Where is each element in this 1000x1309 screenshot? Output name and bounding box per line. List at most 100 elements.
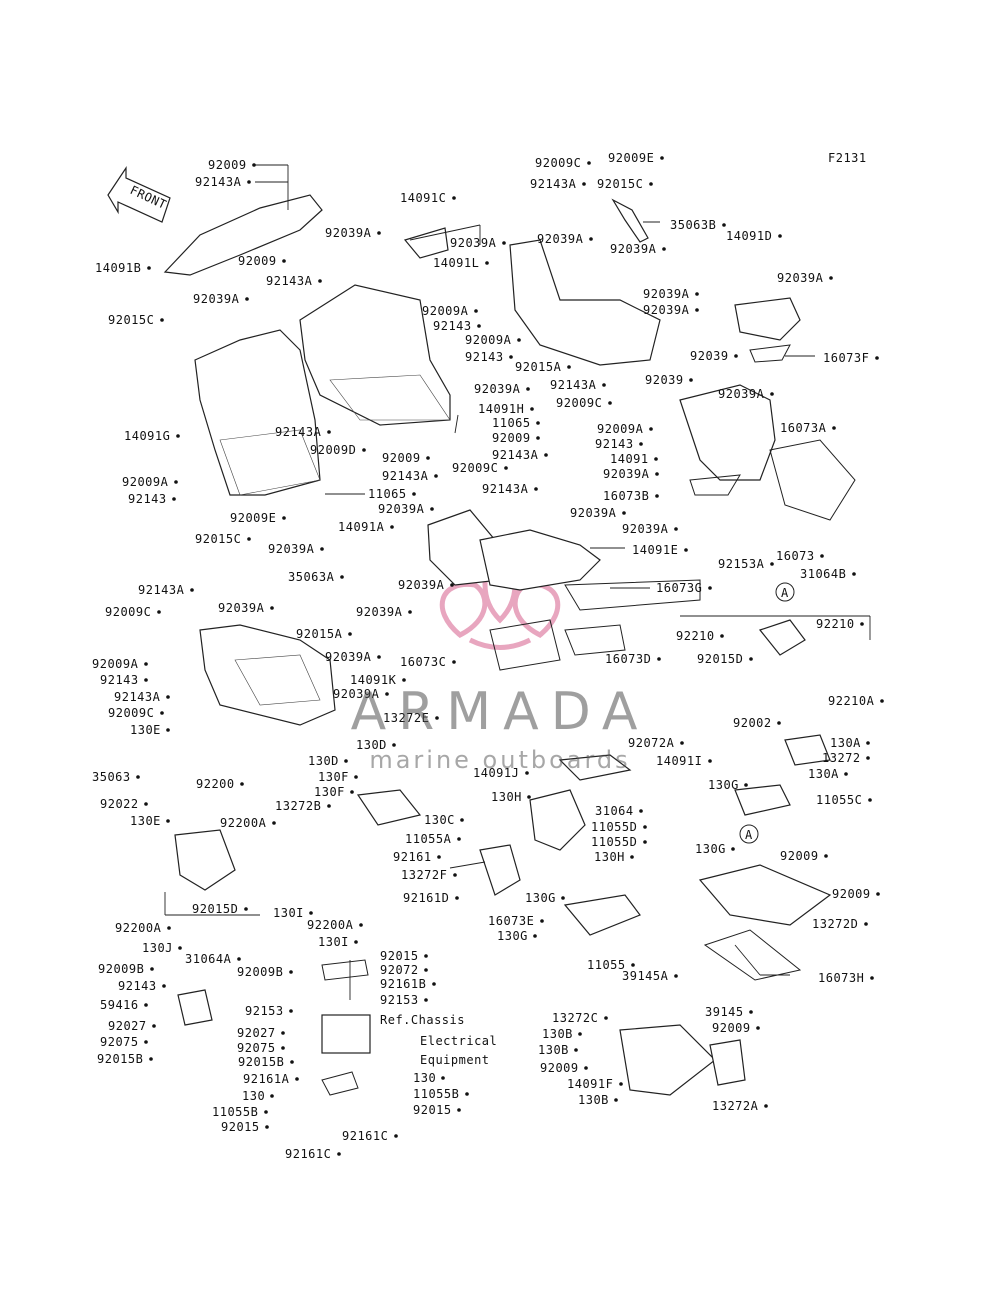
part-label: 92009A: [422, 304, 478, 318]
fastener-dot: [866, 756, 870, 760]
fastener-dot: [149, 1057, 153, 1061]
part-label: 130F: [314, 785, 354, 799]
part-label: 130H: [594, 850, 634, 864]
guard-35063b: [611, 198, 649, 243]
cover-14091d: [734, 297, 801, 341]
part-number: 92039A: [570, 506, 617, 520]
part-label: 92009A: [92, 657, 148, 671]
fastener-dot: [441, 1076, 445, 1080]
part-label: 92153A: [718, 557, 774, 571]
watermark-petal-left: [439, 581, 488, 638]
mount-31064a: [174, 829, 236, 891]
fastener-dot: [178, 946, 182, 950]
part-label: 92009B: [237, 965, 293, 979]
fastener-dot: [430, 507, 434, 511]
part-number: 92009A: [597, 422, 644, 436]
fastener-dot: [408, 610, 412, 614]
part-number: 92015C: [597, 177, 643, 191]
part-label: 92039A: [450, 236, 506, 250]
fastener-dot: [474, 309, 478, 313]
mat-16073c: [489, 619, 561, 671]
part-number: 92039A: [378, 502, 425, 516]
fastener-dot: [689, 378, 693, 382]
part-number: 92143: [465, 350, 504, 364]
part-label: 92015C: [597, 177, 653, 191]
part-number: 14091K: [350, 673, 397, 687]
part-label: 130: [413, 1071, 445, 1085]
fastener-dot: [426, 456, 430, 460]
part-label: 92075: [237, 1041, 285, 1055]
fastener-dot: [385, 692, 389, 696]
part-number: 11055C: [816, 793, 862, 807]
part-number: 16073C: [400, 655, 446, 669]
fastener-dot: [281, 1031, 285, 1035]
part-label: 16073E: [488, 914, 544, 928]
part-label: 92143A: [482, 482, 538, 496]
fastener-dot: [778, 234, 782, 238]
part-label: 92143: [433, 319, 481, 333]
part-number: 92200A: [115, 921, 162, 935]
front-guard-14091b: [163, 194, 323, 276]
part-label: 13272E: [383, 711, 439, 725]
part-label: 92161B: [380, 977, 436, 991]
part-number: 92015A: [515, 360, 562, 374]
holder-59416: [177, 989, 213, 1026]
fastener-dot: [354, 940, 358, 944]
part-number: 130F: [314, 785, 345, 799]
fastener-dot: [655, 494, 659, 498]
figure-code: F2131: [828, 151, 867, 165]
fender-14091: [679, 384, 776, 481]
part-number: 92009A: [422, 304, 469, 318]
part-label: 31064A: [185, 952, 241, 966]
part-label: 92039A: [398, 578, 454, 592]
part-label: 35063A: [288, 570, 344, 584]
watermark-swirl: [468, 637, 532, 650]
part-number: 16073D: [605, 652, 651, 666]
fastener-dot: [394, 1134, 398, 1138]
bracket-31064: [529, 789, 586, 851]
part-number: 130: [242, 1089, 265, 1103]
part-label: 92015A: [296, 627, 352, 641]
part-label: 92015A: [515, 360, 571, 374]
fastener-dot: [649, 427, 653, 431]
part-label: 14091H: [478, 402, 534, 416]
part-number: 92039A: [610, 242, 657, 256]
fastener-dot: [252, 163, 256, 167]
part-label: 92027: [237, 1026, 285, 1040]
part-number: 92143: [118, 979, 157, 993]
part-label: 92009E: [230, 511, 286, 525]
fastener-dot: [176, 434, 180, 438]
part-number: 14091D: [726, 229, 772, 243]
part-number: 92161A: [243, 1072, 290, 1086]
part-label: 92009B: [98, 962, 154, 976]
part-label: 92161: [393, 850, 441, 864]
fastener-dot: [764, 1104, 768, 1108]
part-label: 130D: [356, 738, 396, 752]
watermark-brand: ARMADA: [350, 682, 650, 742]
fastener-dot: [631, 963, 635, 967]
part-number: 14091F: [567, 1077, 613, 1091]
part-label: 31064B: [800, 567, 856, 581]
part-label: 130A: [808, 767, 848, 781]
part-label: 11055: [587, 958, 635, 972]
fastener-dot: [860, 622, 864, 626]
part-number: 14091G: [124, 429, 170, 443]
fastener-dot: [424, 954, 428, 958]
cover-14091c: [403, 227, 449, 259]
fastener-dot: [432, 982, 436, 986]
fastener-dot: [327, 430, 331, 434]
ref-note-line-1: Ref.Chassis: [380, 1013, 465, 1027]
part-label: 11065: [368, 487, 416, 501]
fastener-dot: [247, 537, 251, 541]
mat-16073b: [689, 474, 741, 496]
fastener-dot: [820, 554, 824, 558]
part-number: 11065: [368, 487, 407, 501]
fastener-dot: [160, 711, 164, 715]
part-label: 14091F: [567, 1077, 623, 1091]
part-label: 130G: [695, 842, 735, 856]
part-label: 16073: [776, 549, 824, 563]
part-number: 92200A: [307, 918, 354, 932]
fastener-dot: [517, 338, 521, 342]
part-number: 11055D: [591, 820, 637, 834]
